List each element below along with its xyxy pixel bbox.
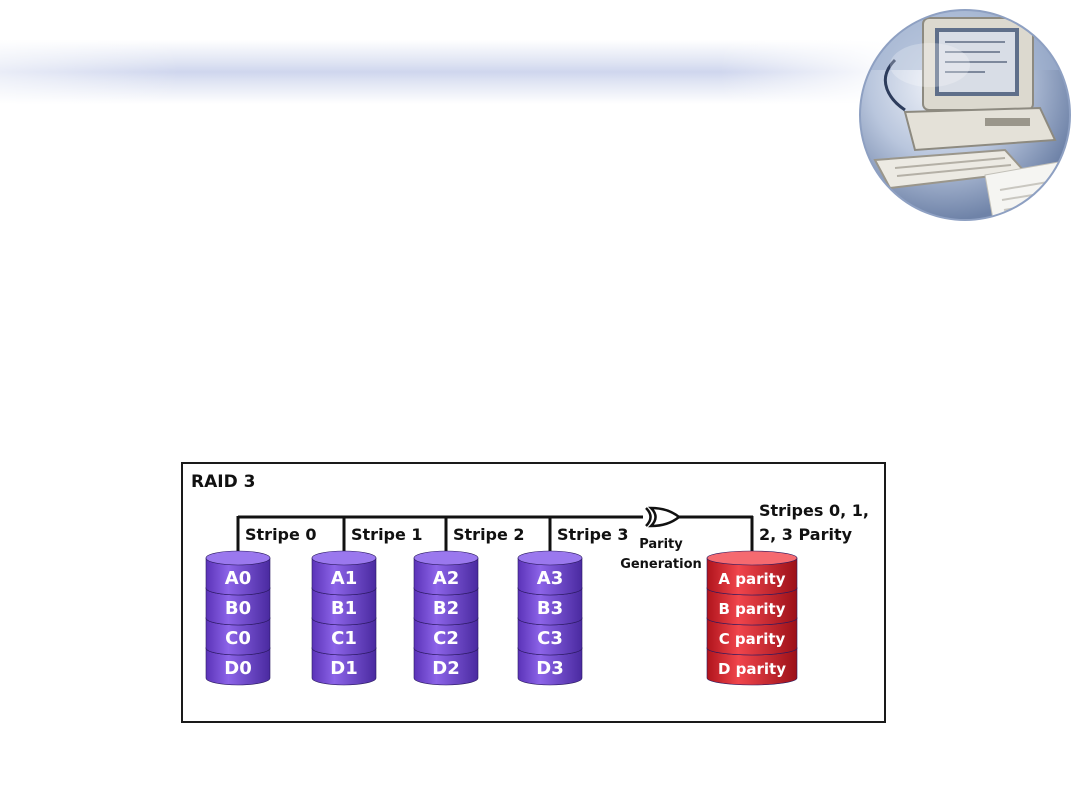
raid3-diagram-svg: RAID 3 Stripe 0 Stripe 1 Stripe 2 Stripe… — [191, 472, 869, 686]
data-disk-1-label-3: D1 — [330, 658, 357, 679]
stripe-label-3: Stripe 3 — [557, 525, 629, 544]
data-disk-2-label-0: A2 — [433, 568, 459, 589]
data-disk-2-platter-0: A2 — [413, 550, 479, 596]
raid3-diagram: RAID 3 Stripe 0 Stripe 1 Stripe 2 Stripe… — [181, 462, 886, 723]
data-disk-1-stack: D1 C1 B1 A1 — [311, 550, 377, 686]
data-disk-3-platter-0: A3 — [517, 550, 583, 596]
header-band-fade — [0, 40, 900, 104]
data-disk-0-label-2: C0 — [225, 628, 251, 649]
parity-generation-label-line2: Generation — [620, 557, 702, 572]
parity-disk-stack: D parity C parity B parity A parity — [706, 550, 798, 686]
data-disk-2-label-3: D2 — [432, 658, 459, 679]
data-disk-0-label-3: D0 — [224, 658, 251, 679]
parity-generation-label-line1: Parity — [639, 537, 683, 552]
parity-disk-label-0: A parity — [718, 570, 785, 588]
data-disk-2-label-1: B2 — [433, 598, 459, 619]
data-disk-0-stack: D0 C0 B0 A0 — [205, 550, 271, 686]
diagram-title: RAID 3 — [191, 472, 255, 492]
data-disk-1-label-1: B1 — [331, 598, 357, 619]
data-disk-3-label-2: C3 — [537, 628, 563, 649]
stripe-label-1: Stripe 1 — [351, 525, 423, 544]
data-disk-0-label-1: B0 — [225, 598, 251, 619]
stripe-bus — [236, 515, 754, 556]
data-disk-1-label-0: A1 — [331, 568, 357, 589]
data-disk-1-label-2: C1 — [331, 628, 357, 649]
parity-stripes-label-line2: 2, 3 Parity — [759, 525, 853, 544]
data-disk-1-platter-0: A1 — [311, 550, 377, 596]
data-disk-3-label-1: B3 — [537, 598, 563, 619]
data-disk-3-stack: D3 C3 B3 A3 — [517, 550, 583, 686]
computer-globe-image — [859, 9, 1071, 221]
data-disk-2-stack: D2 C2 B2 A2 — [413, 550, 479, 686]
parity-disk-platter-0: A parity — [706, 550, 798, 596]
data-disk-0-platter-0: A0 — [205, 550, 271, 596]
data-disk-3-label-0: A3 — [537, 568, 563, 589]
data-disk-0-label-0: A0 — [225, 568, 251, 589]
xor-gate-icon — [645, 506, 681, 528]
data-disk-3-label-3: D3 — [536, 658, 563, 679]
parity-stripes-label-line1: Stripes 0, 1, — [759, 501, 869, 520]
parity-disk-label-3: D parity — [718, 660, 786, 678]
data-disk-2-label-2: C2 — [433, 628, 459, 649]
stripe-label-2: Stripe 2 — [453, 525, 525, 544]
parity-disk-label-1: B parity — [718, 600, 785, 618]
parity-disk-label-2: C parity — [719, 630, 786, 648]
stripe-label-0: Stripe 0 — [245, 525, 317, 544]
